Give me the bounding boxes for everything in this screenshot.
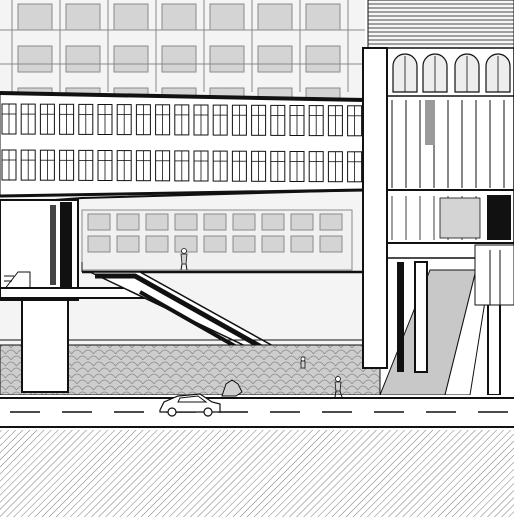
tower-window bbox=[257, 45, 293, 73]
dog-icon bbox=[221, 379, 243, 397]
tower-window bbox=[17, 45, 53, 73]
car-icon bbox=[159, 393, 221, 417]
lower-window bbox=[261, 235, 285, 253]
pedestrian-icon bbox=[180, 248, 188, 271]
tower-window bbox=[305, 45, 341, 73]
tower-window bbox=[65, 45, 101, 73]
tower-window bbox=[257, 3, 293, 31]
facade-dark-pane bbox=[425, 100, 435, 145]
lower-window bbox=[319, 235, 343, 253]
lower-window-grid bbox=[87, 213, 343, 253]
tower-window bbox=[113, 3, 149, 31]
lower-window bbox=[87, 213, 111, 231]
ground-section-hatch bbox=[0, 430, 514, 517]
lower-window bbox=[290, 213, 314, 231]
tower-window bbox=[161, 3, 197, 31]
right-tower-mullions bbox=[391, 100, 505, 240]
lower-window bbox=[87, 235, 111, 253]
road bbox=[0, 395, 514, 428]
arched-windows bbox=[392, 53, 511, 93]
pedestrian-icon bbox=[300, 356, 306, 369]
tower-window bbox=[113, 45, 149, 73]
pedestrian-icons bbox=[180, 248, 343, 398]
lower-window bbox=[232, 235, 256, 253]
lower-window bbox=[261, 213, 285, 231]
tower-window bbox=[209, 45, 245, 73]
lower-window bbox=[116, 213, 140, 231]
tower-window bbox=[209, 3, 245, 31]
lower-window bbox=[203, 213, 227, 231]
tower-window bbox=[161, 45, 197, 73]
elevated-walkway-bridge bbox=[0, 91, 514, 205]
lower-window bbox=[116, 235, 140, 253]
lower-window bbox=[174, 213, 198, 231]
pedestrian-icon bbox=[334, 376, 343, 398]
lower-window bbox=[145, 235, 169, 253]
tower-window bbox=[65, 3, 101, 31]
lower-window bbox=[290, 235, 314, 253]
facade-pane bbox=[439, 197, 481, 239]
lower-window bbox=[203, 235, 227, 253]
lower-window bbox=[232, 213, 256, 231]
bridge-window-band bbox=[1, 103, 363, 183]
bridge-pavilion bbox=[0, 199, 79, 301]
lower-office-block bbox=[81, 209, 353, 271]
lower-window bbox=[319, 213, 343, 231]
lower-window bbox=[145, 213, 169, 231]
support-pillars bbox=[21, 47, 514, 396]
tower-window bbox=[305, 3, 341, 31]
tower-window bbox=[17, 3, 53, 31]
right-tower bbox=[367, 0, 514, 259]
